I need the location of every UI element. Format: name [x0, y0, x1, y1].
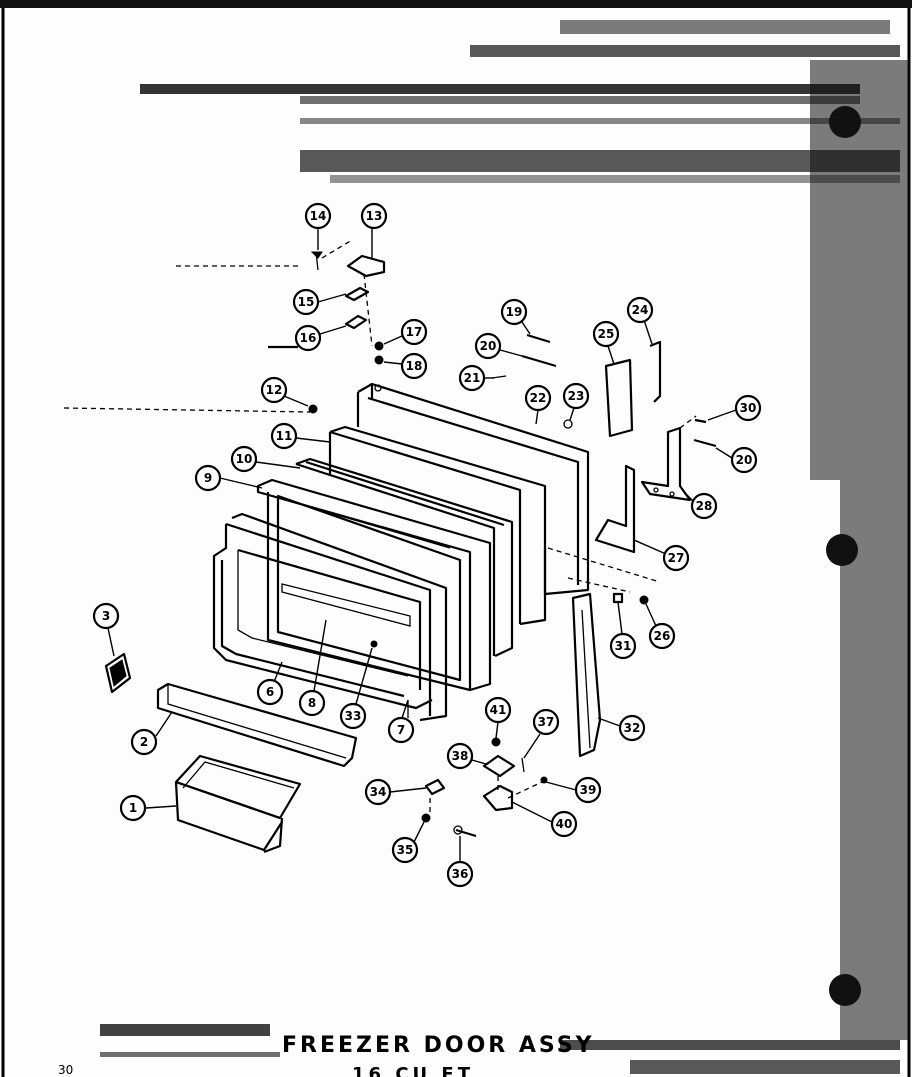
svg-text:10: 10 — [236, 452, 253, 466]
page-number: 30 — [58, 1063, 74, 1077]
callout-14: 14 — [304, 202, 332, 250]
callout-35: 35 — [391, 821, 425, 864]
svg-text:25: 25 — [598, 327, 615, 341]
svg-text:2: 2 — [140, 735, 148, 749]
hinge-plate-part — [604, 358, 634, 438]
callout-25: 25 — [592, 320, 620, 365]
callout-23: 23 — [562, 382, 590, 421]
callout-7: 7 — [387, 699, 415, 744]
door-side-trim-part — [571, 592, 602, 758]
svg-text:15: 15 — [298, 295, 315, 309]
callout-11: 11 — [270, 422, 331, 450]
svg-text:28: 28 — [696, 499, 713, 513]
callout-39: 39 — [545, 776, 602, 804]
svg-text:35: 35 — [397, 843, 414, 857]
door-inner-liner-part — [212, 512, 448, 722]
callout-9: 9 — [194, 464, 263, 492]
callout-40: 40 — [511, 801, 578, 838]
callout-10: 10 — [230, 445, 301, 473]
callout-30: 30 — [707, 394, 762, 422]
svg-text:24: 24 — [632, 303, 649, 317]
callout-36: 36 — [446, 836, 474, 888]
svg-text:20: 20 — [480, 339, 497, 353]
callout-31: 31 — [609, 601, 637, 660]
callout-27: 27 — [633, 539, 690, 572]
callout-38: 38 — [446, 742, 487, 770]
svg-text:14: 14 — [310, 209, 327, 223]
svg-text:34: 34 — [370, 785, 387, 799]
callout-22: 22 — [524, 384, 552, 425]
svg-text:17: 17 — [406, 325, 423, 339]
screws-and-fasteners — [308, 251, 717, 838]
svg-text:1: 1 — [129, 801, 137, 815]
callout-26: 26 — [645, 603, 676, 650]
callout-28: 28 — [683, 491, 718, 520]
svg-text:6: 6 — [266, 685, 274, 699]
shelf-bar-part — [156, 682, 358, 768]
lower-hinge-bracket-part — [594, 464, 636, 554]
callout-33: 33 — [339, 647, 373, 730]
svg-text:19: 19 — [506, 305, 523, 319]
assembly-guide-lines — [63, 239, 697, 814]
svg-text:3: 3 — [102, 609, 110, 623]
svg-text:16: 16 — [300, 331, 317, 345]
top-hinge-part — [268, 254, 386, 349]
svg-text:27: 27 — [668, 551, 685, 565]
svg-text:38: 38 — [452, 749, 469, 763]
callout-32: 32 — [597, 714, 646, 742]
callout-24: 24 — [626, 296, 654, 345]
svg-text:26: 26 — [654, 629, 671, 643]
door-bin-part — [174, 754, 302, 854]
callout-18: 18 — [383, 352, 428, 380]
callout-19: 19 — [500, 298, 531, 335]
bracket-part — [104, 652, 132, 694]
svg-text:39: 39 — [580, 783, 597, 797]
callout-21: 21 — [458, 364, 494, 392]
diagram-subtitle: 16 CU FT — [352, 1064, 474, 1077]
svg-text:33: 33 — [345, 709, 362, 723]
svg-text:40: 40 — [556, 817, 573, 831]
callout-2: 2 — [130, 711, 173, 756]
diagram-title: FREEZER DOOR ASSY — [282, 1033, 595, 1058]
svg-text:7: 7 — [397, 723, 405, 737]
svg-text:13: 13 — [366, 209, 383, 223]
svg-text:8: 8 — [308, 696, 316, 710]
callout-3: 3 — [92, 602, 120, 657]
callout-15: 15 — [292, 288, 347, 316]
callout-41: 41 — [484, 696, 512, 739]
door-insulation-panel-part — [328, 425, 547, 626]
svg-text:20: 20 — [736, 453, 753, 467]
svg-text:41: 41 — [490, 703, 507, 717]
svg-text:9: 9 — [204, 471, 212, 485]
svg-text:37: 37 — [538, 715, 555, 729]
callout-1: 1 — [119, 794, 177, 822]
svg-text:22: 22 — [530, 391, 547, 405]
hinge-part — [640, 426, 692, 502]
callout-20-upper: 20 — [474, 332, 523, 360]
callout-37: 37 — [523, 708, 560, 759]
callout-34: 34 — [364, 778, 427, 806]
callout-8: 8 — [298, 619, 327, 717]
svg-text:32: 32 — [624, 721, 641, 735]
svg-text:21: 21 — [464, 371, 481, 385]
svg-text:12: 12 — [266, 383, 283, 397]
svg-text:18: 18 — [406, 359, 423, 373]
callout-20-lower: 20 — [715, 446, 758, 474]
svg-text:23: 23 — [568, 389, 585, 403]
svg-text:31: 31 — [615, 639, 632, 653]
door-gasket-part — [256, 478, 492, 692]
door-panel-part — [295, 457, 514, 657]
callout-12: 12 — [260, 376, 309, 407]
svg-text:30: 30 — [740, 401, 757, 415]
svg-text:36: 36 — [452, 867, 469, 881]
handle-part — [649, 340, 662, 403]
svg-text:11: 11 — [276, 429, 293, 443]
callout-13: 13 — [360, 202, 388, 258]
callout-6: 6 — [256, 661, 284, 706]
callout-16: 16 — [294, 324, 347, 352]
callout-17: 17 — [383, 318, 428, 346]
